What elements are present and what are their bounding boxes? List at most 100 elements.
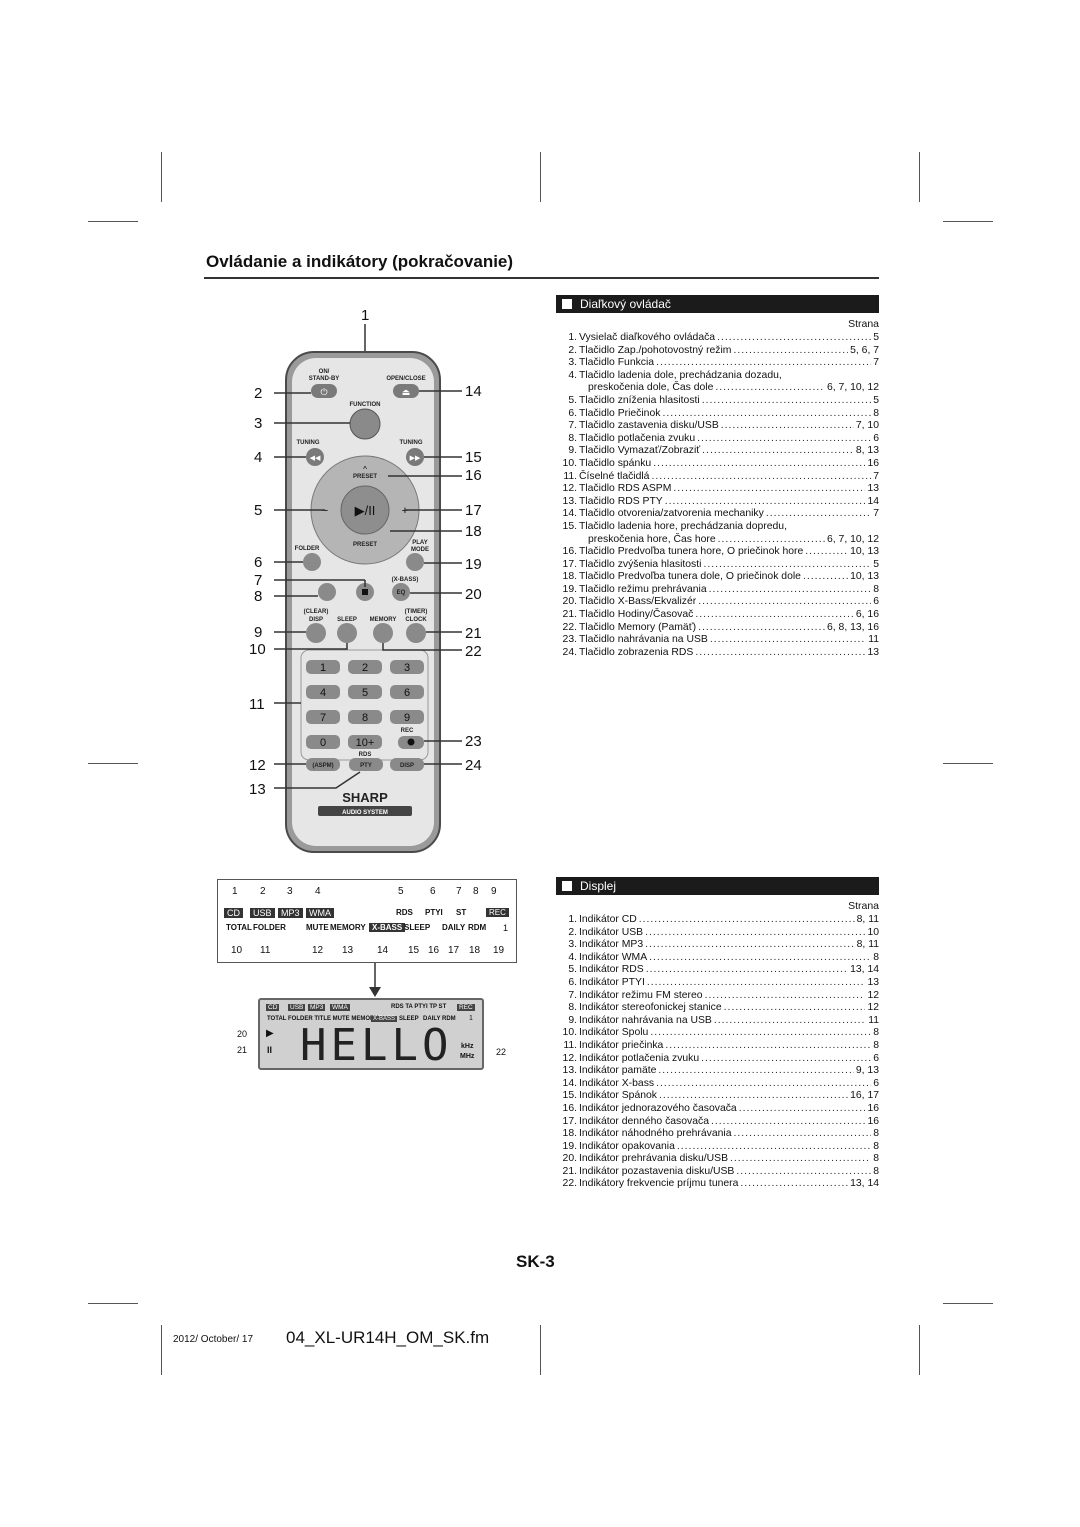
keypad-key[interactable] xyxy=(306,660,340,674)
item-page: 12 xyxy=(867,989,879,1001)
keypad-key[interactable] xyxy=(390,660,424,674)
item-label: Vysielač diaľkového ovládača xyxy=(579,332,716,343)
list-item: 18.Indikátor náhodného prehrávania8 xyxy=(556,1128,879,1141)
keypad-key[interactable] xyxy=(306,710,340,724)
list-item: 8.Indikátor stereofonickej stanice12 xyxy=(556,1002,879,1015)
item-number: 17. xyxy=(562,558,577,570)
crop-mark xyxy=(943,1303,993,1304)
item-label: Tlačidlo zobrazenia RDS xyxy=(579,646,694,658)
svg-text:▶▶: ▶▶ xyxy=(410,455,421,462)
lcd-callout-number: 12 xyxy=(312,945,324,956)
crop-mark xyxy=(88,763,138,764)
item-number: 17. xyxy=(562,1115,577,1127)
callout-number: 21 xyxy=(237,1045,248,1055)
dot-leader xyxy=(717,332,871,345)
item-number: 24. xyxy=(562,646,577,658)
keypad-key[interactable] xyxy=(348,685,382,699)
lcd-callout-number: 17 xyxy=(448,945,460,956)
item-label: Indikátor pamäte xyxy=(579,1065,657,1077)
item-label: preskočenia hore, Čas hore xyxy=(588,533,716,545)
list-item: 11.Číselné tlačidlá7 xyxy=(556,471,879,484)
list-item: 10.Tlačidlo spánku16 xyxy=(556,458,879,471)
item-page: 8 xyxy=(873,1039,879,1051)
lcd-callout-number: 16 xyxy=(428,945,440,956)
keypad-key-label: 6 xyxy=(404,687,410,699)
keypad-key[interactable] xyxy=(306,735,340,749)
callout-number: 20 xyxy=(237,1029,248,1039)
item-number: 11. xyxy=(563,470,577,482)
item-number: 22. xyxy=(562,1178,577,1190)
list-item: 2.Indikátor USB10 xyxy=(556,927,879,940)
svg-text:◀◀: ◀◀ xyxy=(310,455,321,462)
item-label: Tlačidlo Zap./pohotovostný režim xyxy=(579,344,732,356)
item-label: Indikátor jednorazového časovača xyxy=(579,1102,737,1114)
svg-text:REC: REC xyxy=(401,728,414,734)
keypad-key[interactable] xyxy=(390,685,424,699)
list-item: 2.Tlačidlo Zap./pohotovostný režim5, 6, … xyxy=(556,345,879,358)
lcd-callout-number: 18 xyxy=(469,945,481,956)
item-number: 1. xyxy=(568,914,577,925)
dot-leader xyxy=(656,1078,871,1091)
crop-mark xyxy=(943,763,993,764)
item-page: 6, 16 xyxy=(855,609,879,621)
remote-control-illustration: ON/ STAND-BY ⏻ OPEN/CLOSE ⏏ FUNCTION TUN… xyxy=(274,324,462,853)
item-label: Tlačidlo ladenia hore, prechádzania dopr… xyxy=(579,520,787,532)
callout-number: 2 xyxy=(254,385,263,402)
list-item: 21.Tlačidlo Hodiny/Časovač6, 16 xyxy=(556,609,879,622)
lcd-indicator-label: X-BASS xyxy=(369,923,406,932)
lcd-callout-number: 11 xyxy=(260,945,271,956)
crop-mark xyxy=(88,221,138,222)
keypad-key-label: 10+ xyxy=(356,737,375,749)
list-item: 10.Indikátor Spolu8 xyxy=(556,1027,879,1040)
lcd-indicator-label: MEMORY xyxy=(330,923,366,932)
item-page: 8 xyxy=(873,1128,879,1140)
item-number: 8. xyxy=(568,1002,577,1014)
item-label: Indikátor pozastavenia disku/USB xyxy=(579,1165,735,1177)
lcd-indicator-label: MUTE xyxy=(306,923,329,932)
item-page: 5 xyxy=(873,394,879,406)
item-number: 7. xyxy=(568,989,577,1001)
lcd-badge: USB xyxy=(250,908,275,918)
keypad-key[interactable] xyxy=(306,685,340,699)
item-number: 12. xyxy=(562,1052,577,1064)
crop-mark xyxy=(919,1325,920,1375)
crop-mark xyxy=(919,152,920,202)
callout-number: 20 xyxy=(465,586,482,603)
item-label: Indikátor nahrávania na USB xyxy=(579,1014,712,1026)
svg-text:+: + xyxy=(402,505,408,517)
svg-text:▶/II: ▶/II xyxy=(355,503,376,518)
item-number: 13. xyxy=(562,1065,577,1077)
list-item: 23.Tlačidlo nahrávania na USB11 xyxy=(556,634,879,647)
item-label: Tlačidlo potlačenia zvuku xyxy=(579,432,696,444)
lcd-callout-number: 10 xyxy=(231,945,243,956)
dot-leader xyxy=(650,1027,871,1040)
play-icon: ▶ xyxy=(266,1028,274,1039)
keypad-key[interactable] xyxy=(348,710,382,724)
item-page: 6, 7, 10, 12 xyxy=(827,382,879,394)
keypad-key[interactable] xyxy=(348,660,382,674)
item-page: 16 xyxy=(867,457,879,469)
item-number: 19. xyxy=(562,583,577,595)
repeat-one-indicator: 1 xyxy=(469,1015,473,1022)
lcd-badge: MP3 xyxy=(308,1004,326,1011)
svg-text:TUNING: TUNING xyxy=(297,440,320,446)
keypad-key-label: 4 xyxy=(320,687,326,699)
list-item: 1.Vysielač diaľkového ovládača5 xyxy=(556,332,879,345)
arrow-down-icon xyxy=(369,963,381,997)
item-label: Tlačidlo nahrávania na USB xyxy=(579,634,708,646)
keypad-key[interactable] xyxy=(390,710,424,724)
keypad-key-label: 8 xyxy=(362,712,368,724)
svg-text:PLAY: PLAY xyxy=(412,540,427,546)
item-page: 13, 14 xyxy=(850,1178,879,1190)
item-number: 11. xyxy=(563,1039,577,1051)
keypad-key[interactable] xyxy=(348,735,382,749)
item-number: 10. xyxy=(562,457,577,469)
item-label: Indikátor RDS xyxy=(579,964,644,976)
svg-text:MODE: MODE xyxy=(411,547,429,553)
item-label: Tlačidlo RDS PTY xyxy=(579,495,663,507)
item-number: 15. xyxy=(562,1090,577,1102)
item-page: 13 xyxy=(867,976,879,988)
item-label: Indikátor režimu FM stereo xyxy=(579,989,703,1001)
callout-number: 6 xyxy=(254,554,263,571)
dot-leader xyxy=(702,395,872,408)
